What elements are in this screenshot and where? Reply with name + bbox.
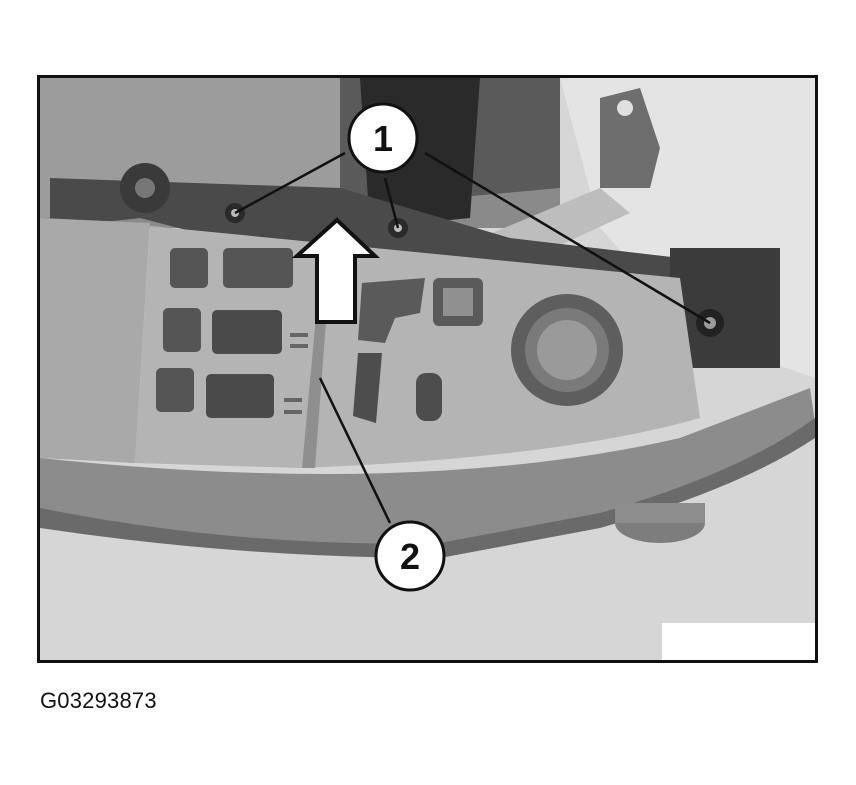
mounting-bracket	[600, 88, 660, 188]
callout-2: 2	[374, 520, 446, 592]
leader-lines	[234, 151, 711, 524]
climate-buttons	[156, 248, 308, 418]
mode-buttons	[353, 278, 483, 423]
svg-text:2: 2	[400, 536, 420, 577]
corner-patch	[662, 623, 815, 660]
mirror-controller	[511, 294, 623, 406]
svg-text:1: 1	[373, 118, 393, 159]
photo-illustration: 1 2	[40, 78, 815, 660]
callout-1: 1	[347, 102, 419, 174]
figure-frame: 1 2	[37, 75, 818, 663]
image-code: G03293873	[40, 688, 157, 713]
upward-arrow	[291, 217, 381, 324]
side-panel	[40, 218, 150, 463]
